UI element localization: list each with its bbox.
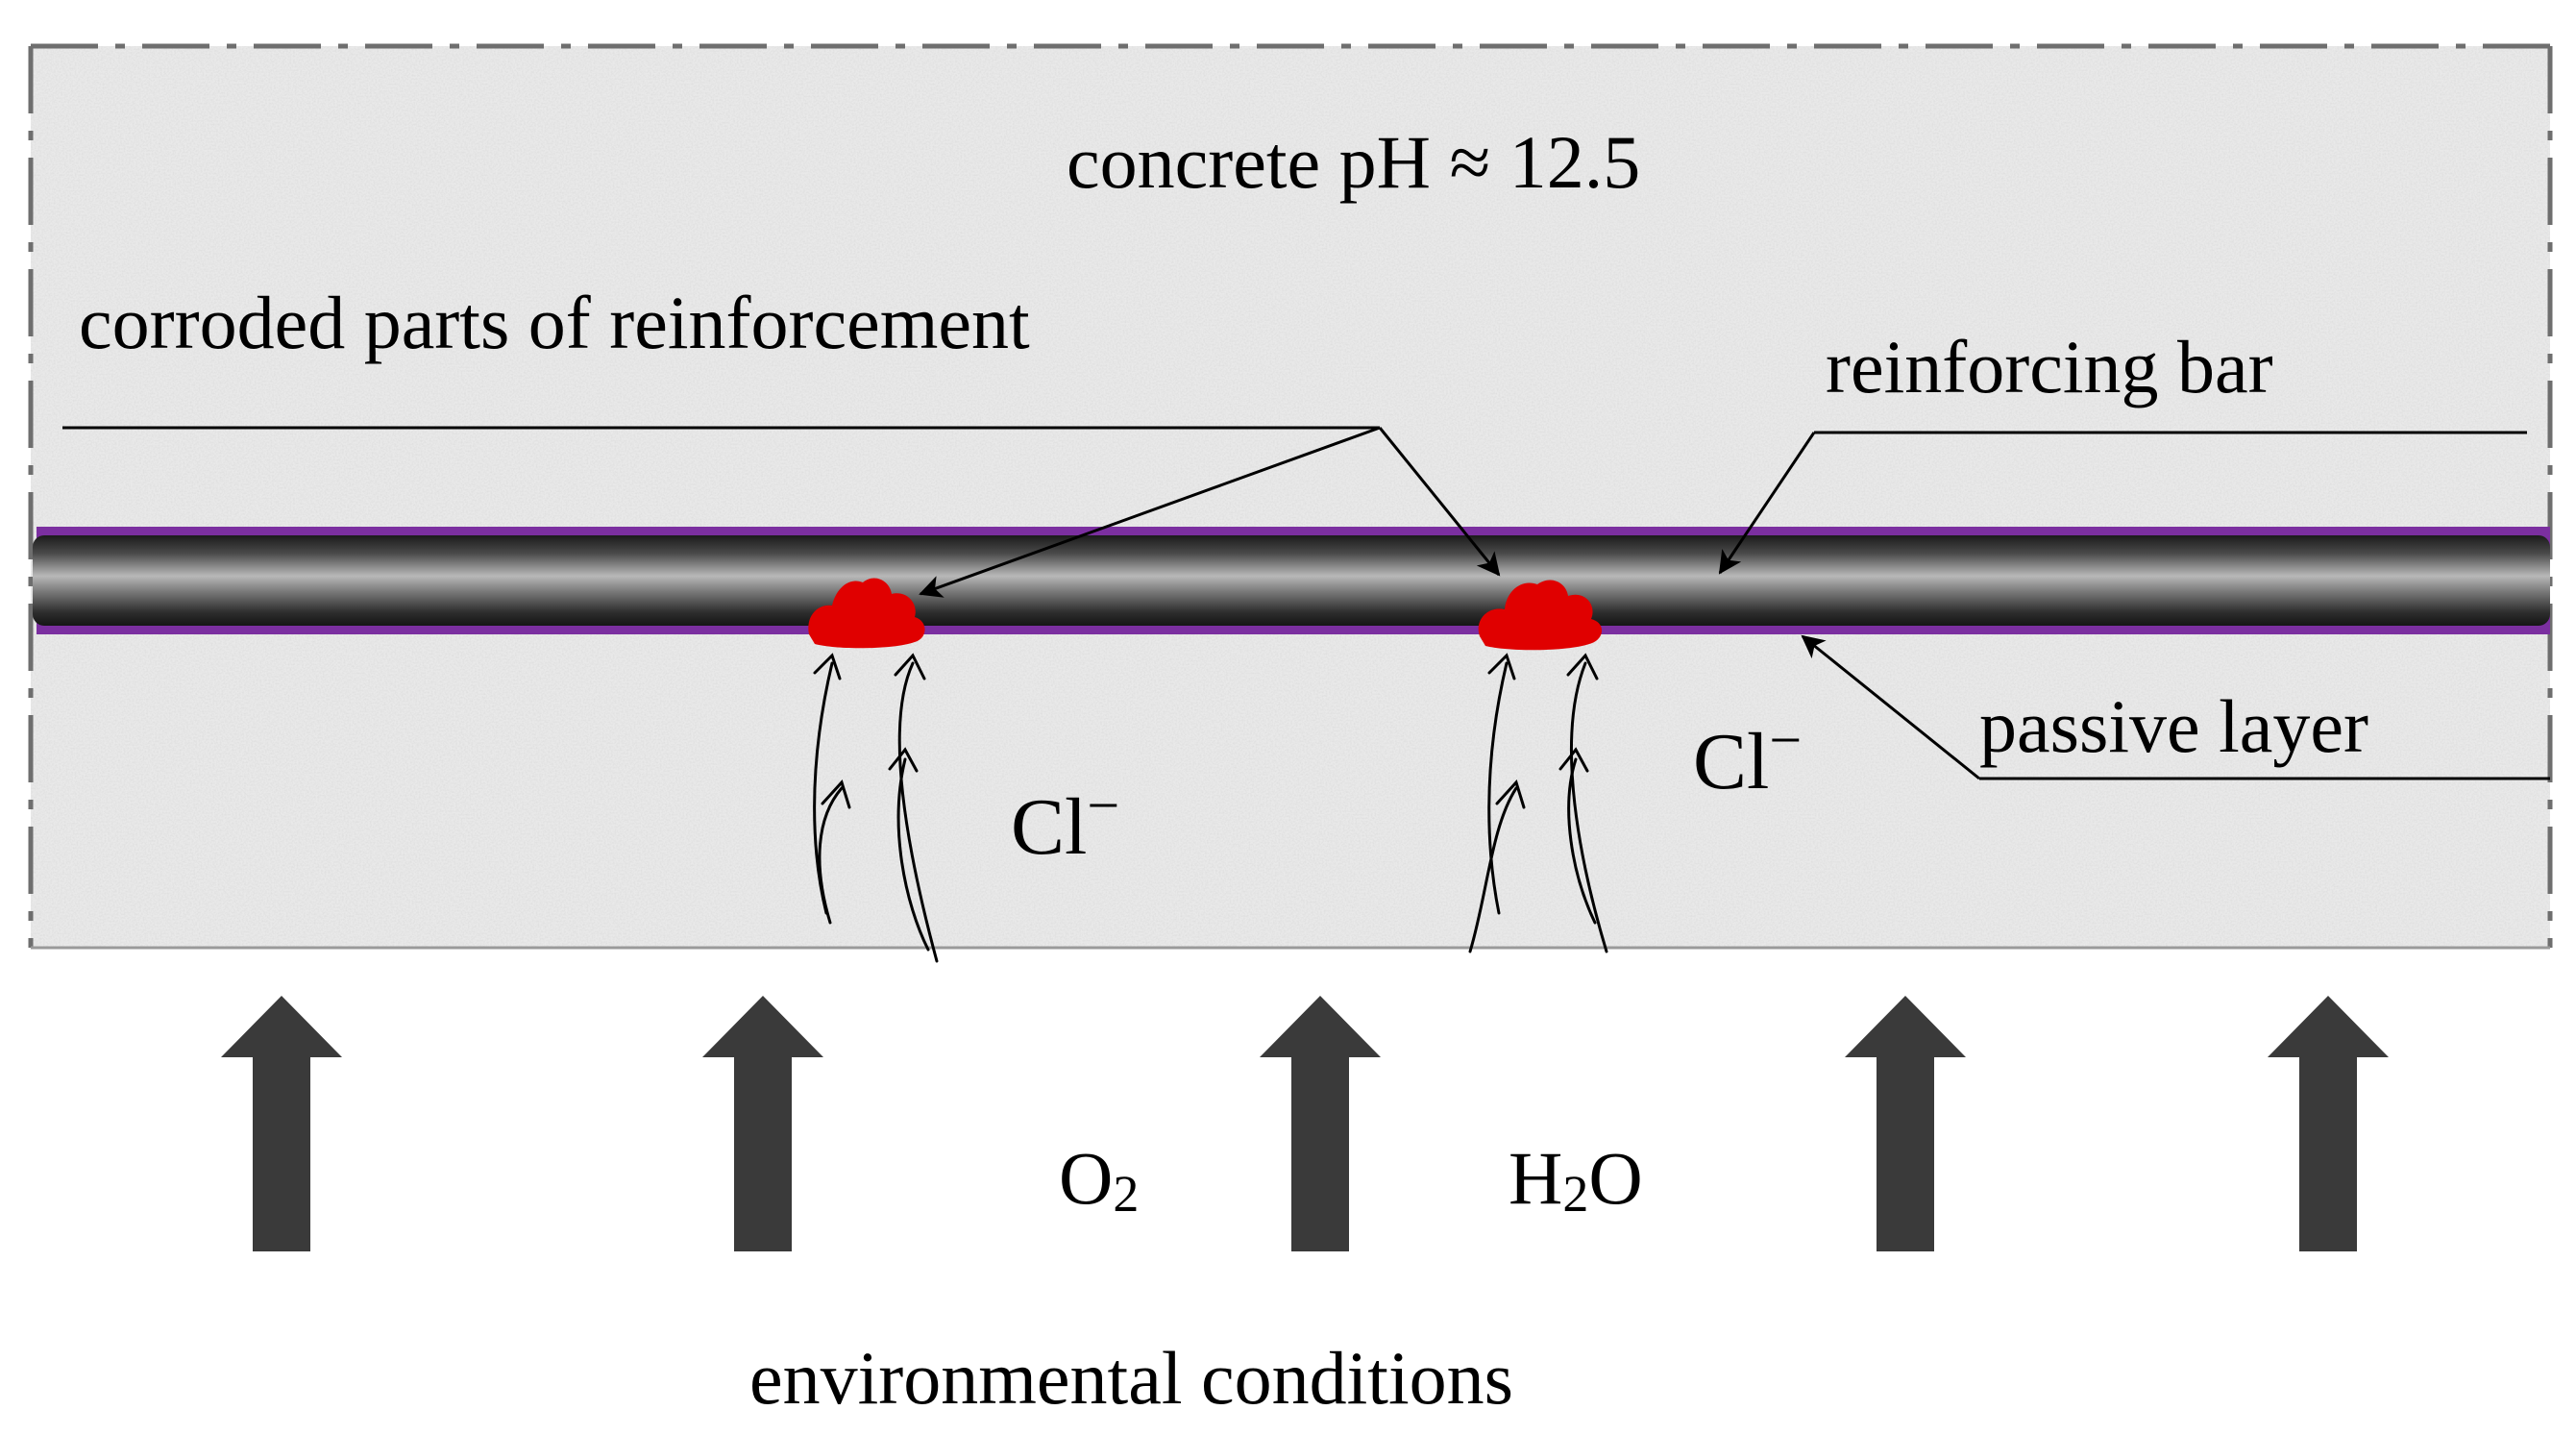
concrete-texture <box>31 46 2550 948</box>
corroded-leader-arrow-left <box>919 426 1381 598</box>
oxygen-label: O2 <box>1059 1136 1139 1223</box>
corroded-parts-label: corroded parts of reinforcement <box>79 281 1030 364</box>
concrete-block <box>28 43 2553 950</box>
water-tail: O <box>1588 1136 1642 1220</box>
block-arrow-up-icon <box>1845 996 1966 1251</box>
block-arrow-up-icon <box>2268 996 2389 1251</box>
corrosion-spot-right <box>1478 580 1603 651</box>
bar-leader-arrow <box>1718 432 1816 575</box>
chloride-charge: − <box>1087 774 1119 837</box>
concrete-label: concrete pH ≈ 12.5 <box>1067 120 1640 204</box>
chloride-label-left: Cl− <box>1011 774 1119 872</box>
corrosion-spots <box>808 578 1603 651</box>
block-arrow-up-icon <box>1260 996 1381 1251</box>
passive-leader-arrow <box>1801 634 1980 780</box>
reinforcing-bar-label: reinforcing bar <box>1826 325 2273 408</box>
block-arrow-up-icon <box>221 996 342 1251</box>
water-subscript: 2 <box>1562 1165 1588 1223</box>
water-symbol: H <box>1509 1136 1562 1220</box>
oxygen-subscript: 2 <box>1113 1165 1139 1223</box>
chloride-charge: − <box>1769 708 1802 772</box>
curved-arrow-icon <box>813 653 939 963</box>
chloride-label-right: Cl− <box>1693 708 1802 806</box>
reinforcing-bar-assembly <box>33 527 2550 634</box>
leader-lines <box>62 426 2550 780</box>
water-label: H2O <box>1509 1136 1643 1223</box>
corroded-leader-arrow-right <box>1378 427 1501 577</box>
block-arrow-up-icon <box>702 996 823 1251</box>
reinforcing-bar <box>33 535 2550 626</box>
chloride-ingress-paths <box>813 653 1608 963</box>
passive-layer-label: passive layer <box>1979 684 2368 768</box>
oxygen-symbol: O <box>1059 1136 1113 1220</box>
corrosion-spot-left <box>808 578 925 649</box>
environment-label: environmental conditions <box>749 1336 1513 1420</box>
curved-arrow-icon <box>1468 653 1608 953</box>
chloride-symbol: Cl <box>1693 717 1769 806</box>
chloride-symbol: Cl <box>1011 782 1087 872</box>
environment-arrows <box>221 996 2389 1251</box>
